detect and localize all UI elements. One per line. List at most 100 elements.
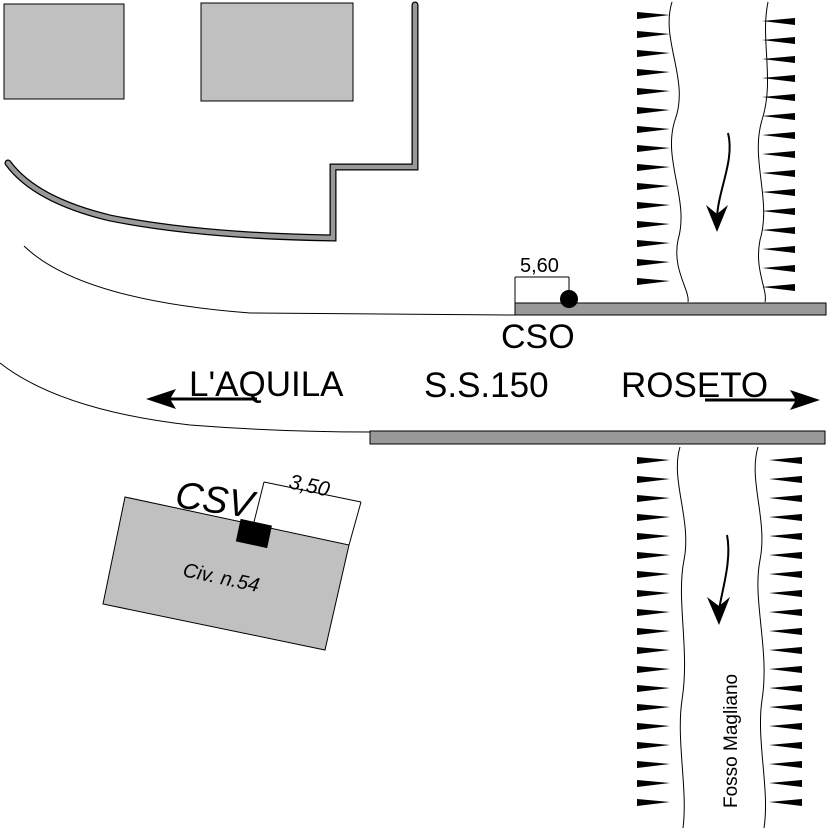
hachure-triangle xyxy=(769,780,802,787)
hachure-triangle xyxy=(637,514,670,521)
flow-arrow-north xyxy=(706,132,731,232)
hachure-triangle xyxy=(637,533,670,540)
hachure-triangle xyxy=(762,132,795,139)
embankment-south-left xyxy=(637,457,670,806)
hachure-triangle xyxy=(769,666,802,673)
hachure-triangle xyxy=(762,94,795,101)
hachure-triangle xyxy=(637,628,670,635)
hachure-triangle xyxy=(769,761,802,768)
cso-marker xyxy=(560,290,578,308)
hachure-triangle xyxy=(769,742,802,749)
bridge-parapet-south xyxy=(369,430,826,445)
flow-arrow-south xyxy=(707,534,730,625)
boundary-wall-fill xyxy=(5,2,418,241)
hachure-triangle xyxy=(637,704,670,711)
hachure-triangle xyxy=(637,495,670,502)
hachure-triangle xyxy=(637,107,670,114)
hachure-triangle xyxy=(637,780,670,787)
hachure-triangle xyxy=(762,75,795,82)
hachure-triangle xyxy=(637,12,670,19)
hachure-triangle xyxy=(637,723,670,730)
hachure-triangle xyxy=(637,457,670,464)
cso-label: CSO xyxy=(501,318,575,356)
hachure-triangle xyxy=(637,50,670,57)
hachure-triangle xyxy=(637,183,670,190)
hachure-triangle xyxy=(762,56,795,63)
stream-bank-north-left xyxy=(668,1,689,303)
stream-bank-south-right xyxy=(754,446,767,829)
road-north-edge xyxy=(23,245,516,316)
roseto-label: ROSETO xyxy=(621,366,768,405)
hachure-triangle xyxy=(637,571,670,578)
hachure-triangle xyxy=(762,227,795,234)
hachure-triangle xyxy=(637,164,670,171)
hachure-triangle xyxy=(769,533,802,540)
hachure-triangle xyxy=(637,552,670,559)
building-top-left xyxy=(3,3,125,100)
hachure-triangle xyxy=(769,457,802,464)
hachure-triangle xyxy=(762,208,795,215)
stream-bank-north-right xyxy=(757,1,769,303)
stream-bank-south-left xyxy=(676,446,687,829)
hachure-triangle xyxy=(769,571,802,578)
hachure-triangle xyxy=(769,495,802,502)
hachure-triangle xyxy=(637,685,670,692)
hachure-triangle xyxy=(769,799,802,806)
hachure-triangle xyxy=(637,69,670,76)
hachure-triangle xyxy=(762,189,795,196)
hachure-triangle xyxy=(762,170,795,177)
hachure-triangle xyxy=(637,240,670,247)
hachure-triangle xyxy=(769,609,802,616)
dimension-csv xyxy=(253,481,362,546)
hachure-triangle xyxy=(762,37,795,44)
embankment-north-left xyxy=(637,12,670,285)
building-top-middle xyxy=(200,2,354,102)
hachure-triangle xyxy=(769,723,802,730)
arrow-to-roseto xyxy=(705,390,820,410)
hachure-triangle xyxy=(762,151,795,158)
hachure-triangle xyxy=(769,552,802,559)
hachure-triangle xyxy=(637,221,670,228)
hachure-triangle xyxy=(762,18,795,25)
hachure-triangle xyxy=(637,666,670,673)
hachure-triangle xyxy=(637,88,670,95)
hachure-triangle xyxy=(637,259,670,266)
hachure-triangle xyxy=(637,202,670,209)
road-south-edge xyxy=(0,362,371,433)
hachure-triangle xyxy=(637,590,670,597)
hachure-triangle xyxy=(637,647,670,654)
hachure-triangle xyxy=(762,265,795,272)
hachure-triangle xyxy=(637,799,670,806)
hachure-triangle xyxy=(637,476,670,483)
hachure-triangle xyxy=(769,590,802,597)
hachure-triangle xyxy=(637,609,670,616)
hachure-triangle xyxy=(637,742,670,749)
embankment-north-right xyxy=(762,18,795,291)
hachure-triangle xyxy=(637,145,670,152)
hachure-triangle xyxy=(769,704,802,711)
laquila-label: L'AQUILA xyxy=(189,365,344,404)
hachure-triangle xyxy=(637,278,670,285)
hachure-triangle xyxy=(762,246,795,253)
hachure-triangle xyxy=(637,126,670,133)
arrow-to-laquila xyxy=(146,389,257,409)
csv-marker xyxy=(235,518,272,549)
road-name-label: S.S.150 xyxy=(424,366,549,405)
hachure-triangle xyxy=(637,761,670,768)
hachure-triangle xyxy=(769,647,802,654)
hachure-triangle xyxy=(637,31,670,38)
hachure-triangle xyxy=(762,113,795,120)
hachure-triangle xyxy=(769,685,802,692)
embankment-south-right xyxy=(769,457,802,806)
building-civ-54 xyxy=(102,496,350,651)
hachure-triangle xyxy=(762,284,795,291)
hachure-triangle xyxy=(769,514,802,521)
bridge-parapet-north xyxy=(514,302,827,316)
stream-name-label: Fosso Magliano xyxy=(721,674,742,808)
dimension-csv-label: 3,50 xyxy=(287,470,332,501)
hachure-triangle xyxy=(769,476,802,483)
hachure-triangle xyxy=(769,628,802,635)
dimension-cso-label: 5,60 xyxy=(520,255,559,277)
